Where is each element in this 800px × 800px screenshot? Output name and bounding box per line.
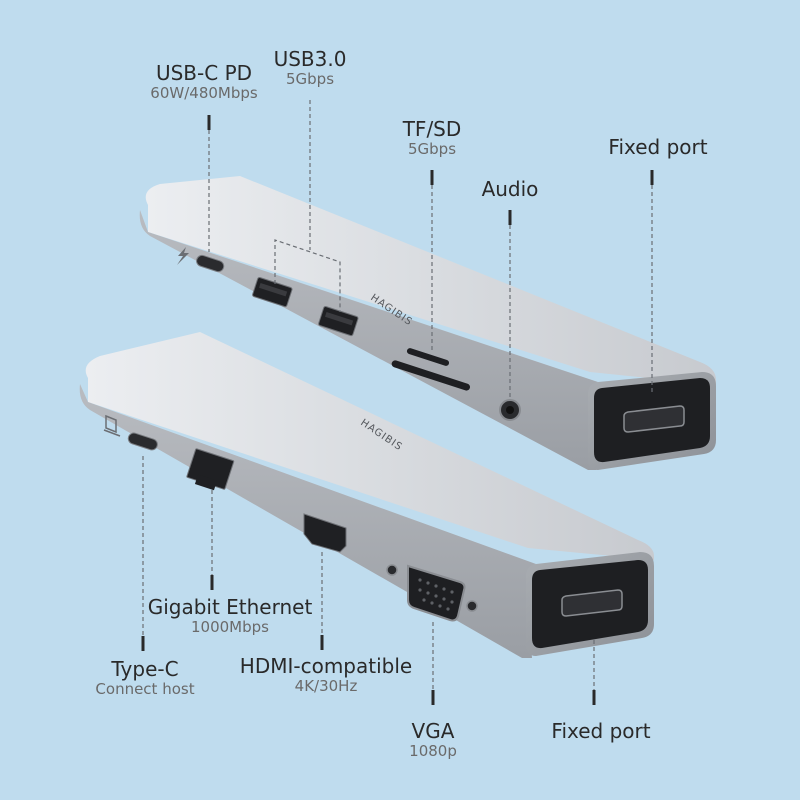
callout-typec-title: Type-C: [111, 657, 179, 681]
callout-hdmi-detail: 4K/30Hz: [294, 677, 358, 695]
tf-slot: [406, 348, 450, 366]
callout-vga-detail: 1080p: [409, 742, 457, 760]
callout-usb3: USB3.0 5Gbps: [274, 48, 347, 88]
callout-fixed-bottom: Fixed port: [551, 720, 650, 743]
vga-screw-right: [466, 600, 478, 612]
callout-ethernet-title: Gigabit Ethernet: [147, 595, 313, 619]
callout-usbc-pd: USB-C PD 60W/480Mbps: [150, 62, 257, 102]
audio-jack-hole: [506, 406, 514, 414]
callout-usbc-pd-detail: 60W/480Mbps: [150, 84, 258, 102]
callout-vga: VGA 1080p: [409, 720, 457, 760]
top-usbc-port: [196, 254, 225, 273]
ethernet-port: [186, 448, 235, 491]
sd-slot: [391, 360, 471, 391]
callout-ethernet: Gigabit Ethernet 1000Mbps: [148, 596, 313, 636]
callout-tfsd-detail: 5Gbps: [407, 140, 457, 158]
callout-fixed-top-title: Fixed port: [608, 135, 708, 159]
callout-hdmi: HDMI-compatible 4K/30Hz: [240, 655, 412, 695]
usb-a-port-2: [318, 305, 359, 337]
callout-fixed-bottom-title: Fixed port: [551, 719, 651, 743]
leader-usb3: [274, 239, 341, 312]
callout-tfsd: TF/SD 5Gbps: [403, 118, 462, 158]
callout-usb3-title: USB3.0: [273, 47, 347, 71]
lightning-icon: [177, 247, 189, 265]
callout-hdmi-title: HDMI-compatible: [239, 654, 413, 678]
top-hub-top-surface: [145, 176, 716, 385]
leader-end-marks: [141, 115, 654, 705]
callout-ethernet-detail: 1000Mbps: [191, 618, 269, 636]
callout-vga-title: VGA: [411, 719, 455, 743]
top-hub-front-face: [139, 210, 598, 470]
bottom-fixed-port-tongue: [561, 589, 623, 617]
callout-typec: Type-C Connect host: [95, 658, 194, 698]
bottom-usbc-port: [127, 432, 158, 451]
callout-usbc-pd-title: USB-C PD: [155, 61, 253, 85]
bottom-hub: HAGIBIS: [79, 332, 654, 658]
vga-screw-left: [386, 564, 398, 576]
top-hub: HAGIBIS: [139, 176, 716, 470]
callout-audio: Audio: [482, 178, 539, 201]
leader-lines: [142, 100, 653, 702]
host-icon: [103, 414, 121, 437]
callout-typec-detail: Connect host: [95, 680, 195, 698]
callout-audio-title: Audio: [481, 177, 539, 201]
callout-usb3-detail: 5Gbps: [285, 70, 335, 88]
hdmi-port: [303, 513, 347, 553]
callout-fixed-top: Fixed port: [608, 136, 707, 159]
callout-tfsd-title: TF/SD: [402, 117, 462, 141]
vga-port: [407, 564, 466, 622]
top-fixed-port-tongue: [623, 405, 685, 433]
bottom-hub-top-surface: [85, 332, 654, 560]
